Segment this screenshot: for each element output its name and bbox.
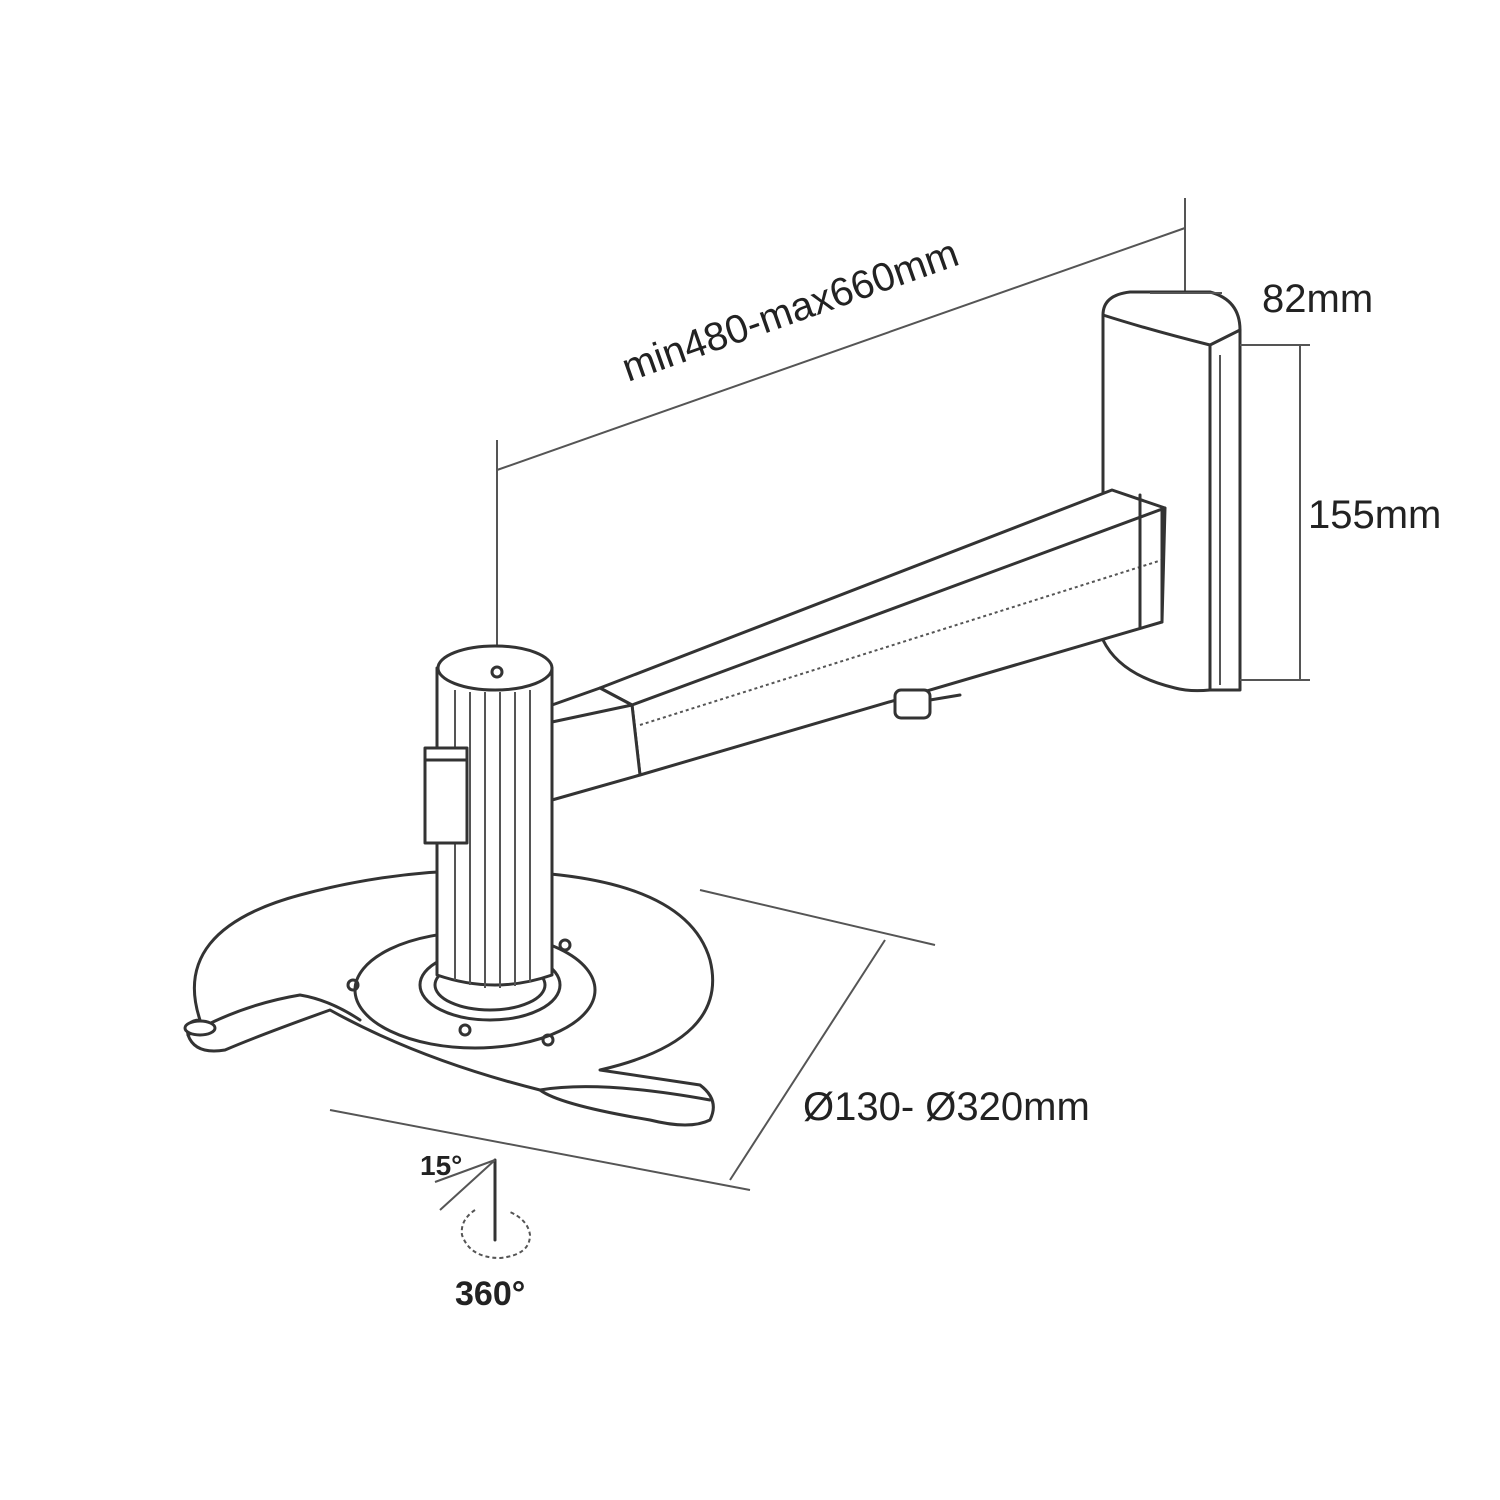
inner-arm	[550, 686, 642, 802]
arm-length-dimension	[496, 198, 1186, 670]
tilt-label: 15°	[420, 1150, 462, 1181]
adjust-knob	[893, 688, 962, 720]
diameter-dimension	[329, 889, 936, 1191]
plate-diameter-label: Ø130- Ø320mm	[803, 1085, 1090, 1129]
base-plate	[183, 869, 715, 1127]
column	[423, 644, 554, 988]
swivel-label: 360°	[455, 1275, 525, 1313]
outer-arm	[598, 488, 1167, 777]
plate-depth-label: 82mm	[1262, 277, 1373, 321]
tilt-swivel-icon	[434, 1158, 532, 1260]
plate-height-label: 155mm	[1308, 493, 1441, 537]
plate-height-dimension	[1240, 344, 1310, 681]
